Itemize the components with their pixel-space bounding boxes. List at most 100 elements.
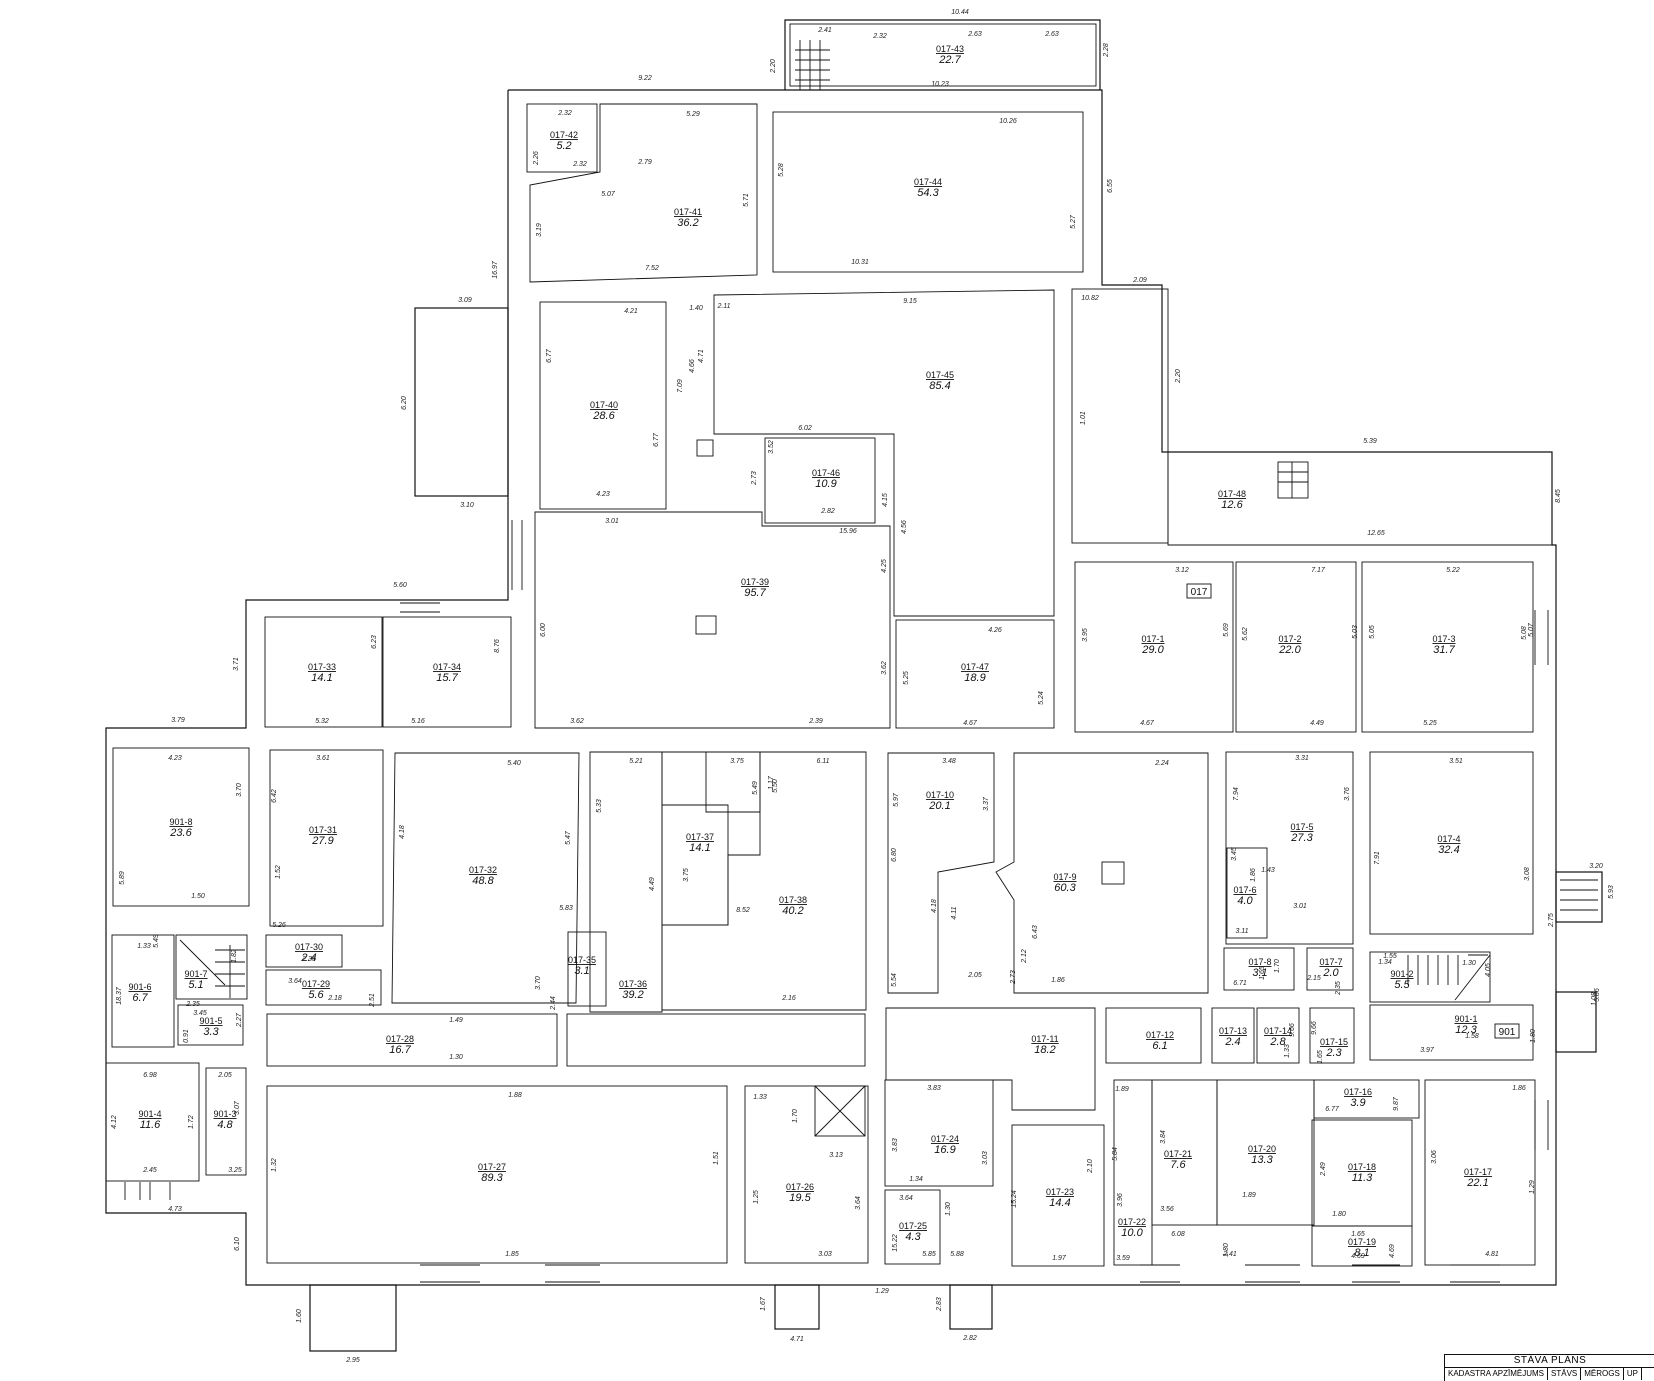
dimension-label: 3.45 (193, 1010, 207, 1017)
room-label: 017-132.4 (1219, 1026, 1247, 1048)
room-area: 20.1 (928, 800, 950, 812)
room-area: 39.2 (622, 989, 643, 1001)
room-id: 017-11 (1031, 1034, 1058, 1044)
dimension-label: 2.79 (637, 159, 652, 166)
room-id: 017-29 (302, 979, 330, 989)
dimension-label: 3.83 (892, 1138, 899, 1152)
stair-901-7 (179, 939, 245, 998)
dimension-label: 1.65 (1317, 1050, 1324, 1064)
dimension-label: 5.07 (1528, 622, 1535, 637)
dimension-label: 2.12 (1021, 949, 1028, 964)
dimension-label: 3.31 (1295, 755, 1309, 762)
room-id: 017-2 (1278, 634, 1301, 644)
room-id: 017-7 (1319, 957, 1342, 967)
dimension-label: 5.97 (893, 792, 900, 807)
room-id: 017-5 (1290, 822, 1313, 832)
dimension-label: 3.10 (460, 502, 474, 509)
room-area: 89.3 (481, 1172, 503, 1184)
dimension-label: 18.37 (116, 986, 123, 1005)
room-id: 017-34 (433, 662, 461, 672)
dimension-label: 10.26 (999, 118, 1017, 125)
room-label: 017-129.0 (1141, 634, 1164, 656)
room-id: 017-18 (1348, 1162, 1376, 1172)
room-id: 901-7 (184, 969, 207, 979)
building-tag-text: 017 (1191, 587, 1208, 598)
dimension-label: 6.08 (1171, 1231, 1185, 1238)
dimension-label: 7.91 (1374, 851, 1381, 865)
dimension-label: 9.22 (638, 75, 652, 82)
room-area: 22.1 (1466, 1177, 1488, 1189)
dimension-label: 5.22 (1446, 567, 1460, 574)
dimension-label: 1.29 (875, 1288, 889, 1295)
room-id: 017-21 (1164, 1149, 1192, 1159)
dimension-label: 5.05 (1369, 625, 1376, 639)
title-block: STĀVA PLĀNS KADASTRA APZĪMĒJUMS STĀVS MĒ… (1444, 1354, 1654, 1381)
dimension-label: 5.27 (1070, 214, 1077, 229)
dimension-label: 2.51 (369, 993, 376, 1008)
dimension-label: 1.85 (505, 1251, 519, 1258)
dimension-label: 4.26 (988, 627, 1002, 634)
room-area: 2.4 (1224, 1036, 1240, 1048)
room-label: 901-823.6 (169, 817, 192, 839)
room-label: 017-198.1 (1348, 1237, 1376, 1259)
dimension-label: 3.01 (605, 518, 619, 525)
dimension-label: 9.15 (903, 298, 917, 305)
room-area: 11.3 (1352, 1172, 1373, 1184)
dimension-label: 4.49 (1310, 720, 1324, 727)
dimension-label: 5.21 (629, 758, 643, 765)
dimension-label: 7.17 (1311, 567, 1326, 574)
dimension-label: 5.71 (743, 193, 750, 207)
dimension-label: 3.13 (829, 1152, 843, 1159)
dimension-label: 3.96 (1117, 1193, 1124, 1207)
dimension-label: 1.86 (1051, 977, 1065, 984)
room-id: 017-30 (295, 942, 323, 952)
dimension-label: 3.56 (1160, 1206, 1174, 1213)
dimension-label: 2.16 (781, 995, 796, 1002)
room-id: 017-48 (1218, 489, 1246, 499)
dimension-label: 1.89 (1242, 1192, 1256, 1199)
dimension-label: 3.06 (1431, 1150, 1438, 1164)
room-id: 901-6 (128, 982, 151, 992)
room-area: 22.7 (938, 54, 961, 66)
dimension-label: 4.69 (1389, 1244, 1396, 1258)
room-id: 017-14 (1264, 1026, 1292, 1036)
room-id: 017-36 (619, 979, 647, 989)
dimension-label: 10.23 (931, 81, 949, 88)
room-area: 12.3 (1455, 1024, 1477, 1036)
dimension-label: 4.56 (901, 520, 908, 534)
dimension-label: 5.88 (950, 1251, 964, 1258)
stair-901-2 (1407, 954, 1491, 1001)
room-area: 19.5 (789, 1192, 811, 1204)
dimension-label: 2.73 (751, 471, 758, 486)
room-area: 54.3 (917, 187, 939, 199)
dimension-label: 7.94 (1233, 787, 1240, 801)
dimension-label: 2.45 (142, 1167, 157, 1174)
stair-east-entrance (1560, 879, 1598, 911)
room-label: 017-142.8 (1264, 1026, 1292, 1048)
dimension-label: 2.35 (301, 956, 316, 963)
room-label: 017-72.0 (1319, 957, 1342, 979)
dimension-label: 2.27 (236, 1012, 243, 1028)
dimension-label: 1.33 (753, 1094, 767, 1101)
dimension-label: 3.70 (535, 976, 542, 990)
stair-017-48 (1277, 461, 1309, 499)
dimension-label: 5.25 (1423, 720, 1437, 727)
dimension-label: 1.01 (1080, 411, 1087, 425)
dimension-label: 3.70 (236, 783, 243, 797)
room-id: 017-28 (386, 1034, 414, 1044)
dimension-label: 2.24 (1154, 760, 1169, 767)
room-label: 017-126.1 (1146, 1030, 1174, 1052)
dimension-label: 3.08 (1524, 867, 1531, 881)
dimension-label: 2.20 (770, 59, 777, 74)
dimension-label: 2.82 (962, 1335, 977, 1342)
room-label: 017-331.7 (1432, 634, 1455, 656)
room-label: 901-66.7 (128, 982, 151, 1004)
dimension-label: 2.39 (808, 718, 823, 725)
rooms (105, 23, 1553, 1267)
dimension-label: 2.35 (1335, 981, 1342, 996)
